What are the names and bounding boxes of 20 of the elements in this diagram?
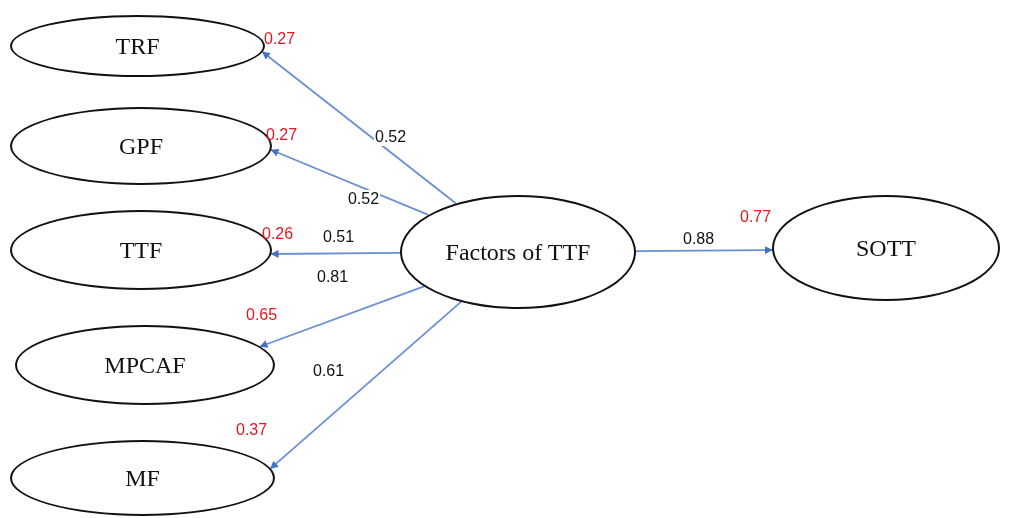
loading-value: 0.77 bbox=[740, 208, 772, 226]
node-label: SOTT bbox=[856, 234, 916, 262]
arrow bbox=[269, 301, 462, 470]
arrow bbox=[259, 285, 425, 348]
node-label: Factors of TTF bbox=[445, 238, 591, 266]
node-label: MPCAF bbox=[104, 351, 186, 379]
node-label: GPF bbox=[119, 132, 163, 160]
node-label: MF bbox=[125, 464, 160, 492]
loading-value: 0.27 bbox=[266, 126, 298, 144]
loading-value: 0.65 bbox=[246, 306, 278, 324]
arrow bbox=[261, 51, 457, 205]
loading-value: 0.26 bbox=[262, 225, 294, 243]
node-label: TRF bbox=[115, 32, 160, 60]
node-label: TTF bbox=[119, 236, 163, 264]
loading-value: 0.37 bbox=[236, 421, 268, 439]
arrow bbox=[635, 246, 773, 255]
arrow bbox=[270, 249, 401, 258]
loading-value: 0.27 bbox=[264, 30, 296, 48]
arrow bbox=[270, 149, 430, 216]
edge-label: 0.52 bbox=[374, 128, 408, 146]
